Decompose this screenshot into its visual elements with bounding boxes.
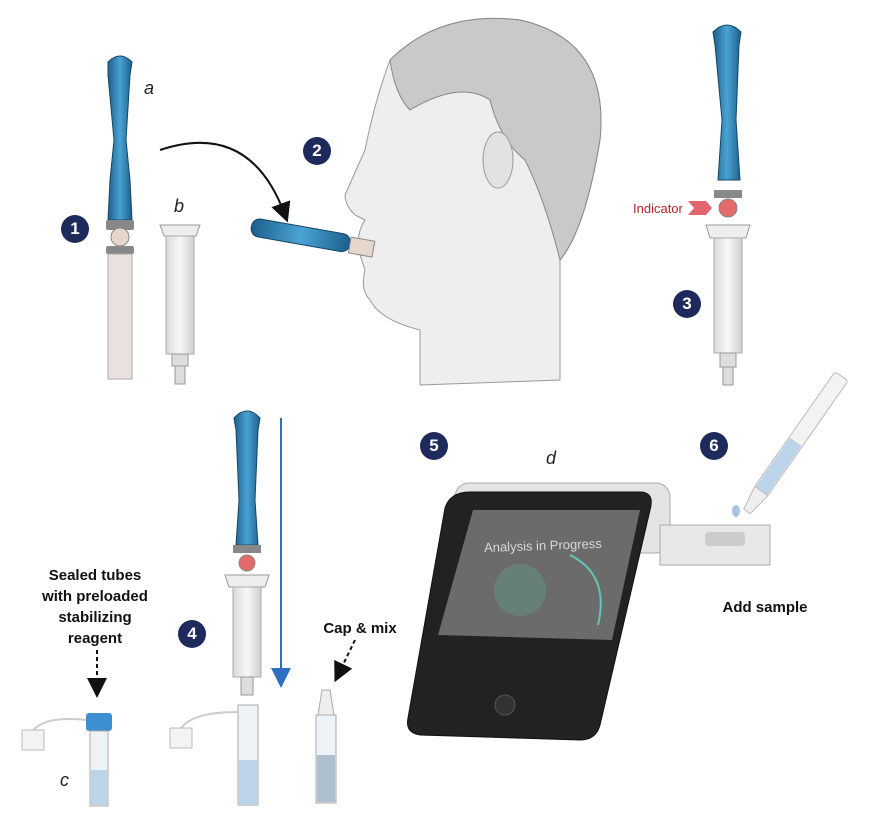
step-badge-5: 5	[420, 432, 448, 460]
sealed-tube-c	[21, 713, 112, 807]
dropper	[743, 372, 848, 515]
caption-line: with preloaded	[42, 588, 148, 605]
step-badge-1: 1	[61, 215, 89, 243]
label-a: a	[144, 78, 155, 98]
step-badge-2: 2	[303, 137, 331, 165]
breath-collector-a	[106, 55, 134, 380]
person-head	[344, 17, 602, 386]
label-d: d	[546, 448, 557, 468]
label-c: c	[60, 770, 69, 790]
caption-line: stabilizing	[58, 609, 132, 626]
cap-mix-caption: Cap & mix	[323, 620, 397, 637]
sample-drop	[732, 505, 740, 517]
capped-tube	[315, 689, 337, 804]
syringe-tube-b	[159, 224, 201, 385]
step-badge-4: 4	[178, 620, 206, 648]
breath-collector-in-mouth	[250, 218, 376, 258]
assembled-device-3	[688, 24, 751, 386]
device-into-tube-4	[224, 410, 291, 696]
step-badge-3: 3	[673, 290, 701, 318]
caption-line: Sealed tubes	[48, 567, 142, 584]
step-badge-6: 6	[700, 432, 728, 460]
indicator-label: Indicator	[633, 201, 683, 216]
sealed-tubes-caption: Sealed tubes with preloaded stabilizing …	[20, 565, 170, 649]
add-sample-caption: Add sample	[722, 599, 808, 616]
label-b: b	[174, 196, 185, 216]
caption-line: reagent	[67, 630, 123, 647]
smartphone-reader-d	[407, 482, 771, 741]
transfer-arrow	[159, 141, 291, 223]
tube-receiving-sample	[169, 704, 259, 806]
